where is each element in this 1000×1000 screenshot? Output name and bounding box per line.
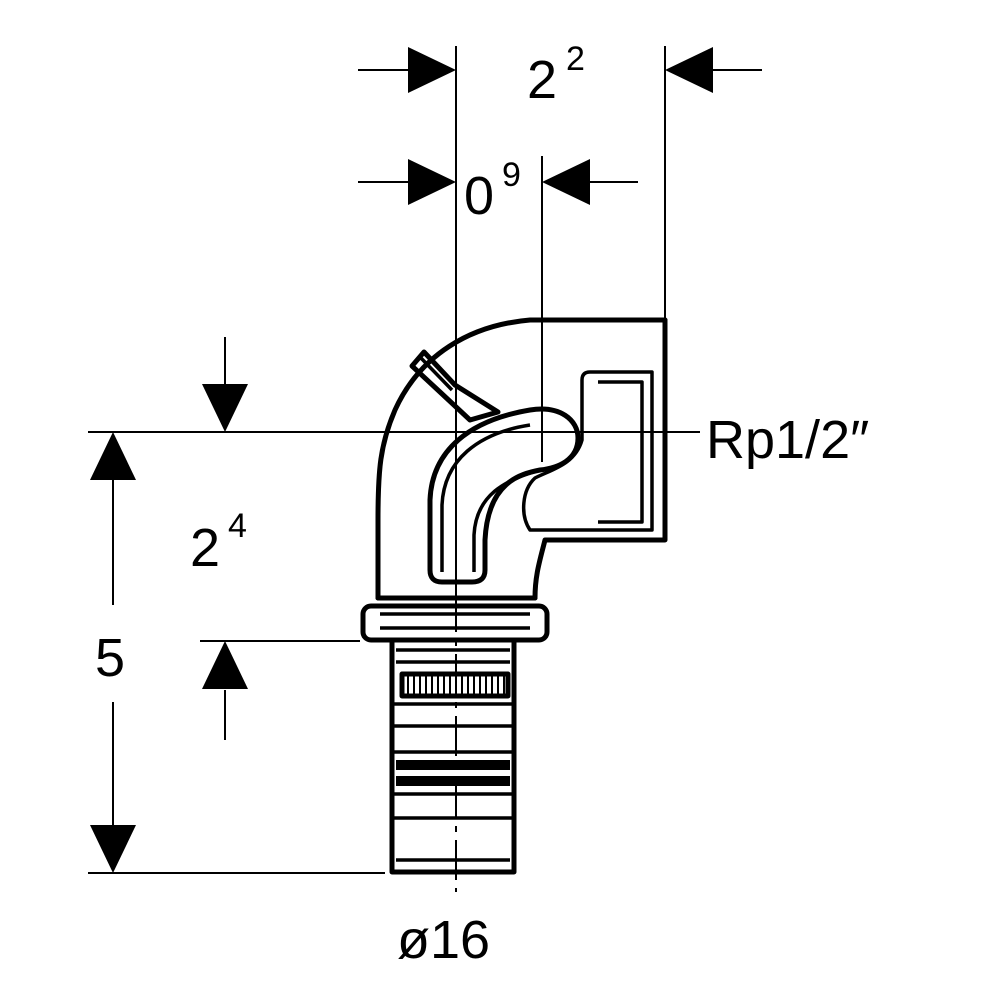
arrow-left-icon — [665, 47, 713, 93]
offset-width-dimension: 0 9 — [358, 156, 638, 226]
arrow-down-icon — [90, 825, 136, 873]
extension-lines — [88, 46, 690, 874]
elbow-fitting — [360, 317, 700, 892]
elbow-height-exp: 4 — [228, 507, 247, 545]
elbow-height-dimension: 2 4 — [190, 337, 248, 740]
elbow-height-base: 2 — [190, 518, 220, 578]
arrow-down-icon — [202, 384, 248, 432]
outlet-block — [532, 317, 668, 601]
total-height-label: 5 — [95, 628, 125, 688]
top-width-dimension: 2 2 — [358, 40, 762, 110]
knurl-pattern — [407, 676, 505, 694]
o-ring-seal — [396, 760, 510, 770]
total-height-dimension: 5 — [90, 432, 136, 873]
offset-width-base: 0 — [464, 166, 494, 226]
top-width-exp: 2 — [566, 40, 585, 78]
arrow-right-icon — [408, 47, 456, 93]
diameter-label: ø16 — [397, 910, 490, 970]
press-sleeve — [389, 637, 517, 875]
press-indicator-tab — [409, 349, 501, 423]
arrow-right-icon — [408, 159, 456, 205]
elbow-outer-contour — [375, 317, 668, 601]
arrow-left-icon — [542, 159, 590, 205]
offset-width-exp: 9 — [502, 156, 521, 194]
arrow-up-icon — [90, 432, 136, 480]
inner-bore — [427, 406, 581, 585]
o-ring-seal — [396, 776, 510, 786]
top-width-base: 2 — [527, 50, 557, 110]
arrow-up-icon — [202, 641, 248, 689]
thread-label: Rp1/2″ — [706, 410, 869, 470]
